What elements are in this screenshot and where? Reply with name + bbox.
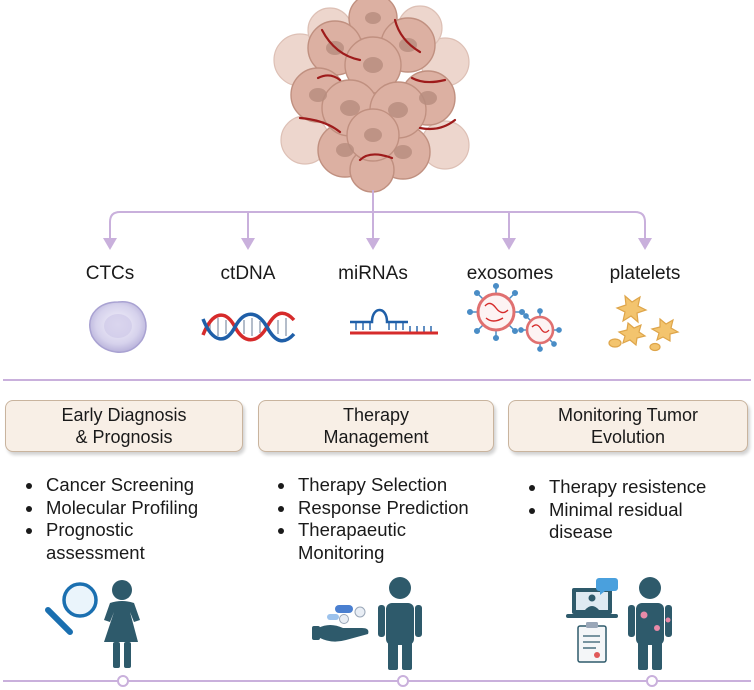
application-list-monitoring-tumor-evolution: Therapy resistence Minimal residual dise… <box>527 476 754 544</box>
list-item: Minimal residual disease <box>547 499 754 544</box>
biomarker-label-mirnas: miRNAs <box>338 263 408 284</box>
application-list-early-diagnosis: Cancer Screening Molecular Profiling Pro… <box>24 474 264 564</box>
exosome-icon <box>466 282 562 352</box>
woman-icon <box>104 580 140 668</box>
connector-tree <box>109 190 646 242</box>
application-title-line: Early Diagnosis <box>61 405 187 425</box>
application-box-monitoring-tumor-evolution: Monitoring Tumor Evolution <box>508 400 748 452</box>
list-item: Response Prediction <box>296 497 521 520</box>
biomarker-label-platelets: platelets <box>609 263 681 284</box>
list-item: Therapy Selection <box>296 474 521 497</box>
man-icon <box>378 577 422 670</box>
mirna-icon <box>350 308 438 335</box>
biomarker-label-exosomes: exosomes <box>466 263 554 284</box>
list-item: Molecular Profiling <box>44 497 264 520</box>
platelet-icon <box>608 294 680 352</box>
application-title-line: Therapy <box>342 405 410 425</box>
laptop-icon <box>566 578 618 618</box>
patient-icon <box>628 577 672 670</box>
application-box-therapy-management: Therapy Management <box>258 400 494 452</box>
clipboard-icon <box>577 622 607 663</box>
magnifier-icon <box>45 582 98 635</box>
application-title-line: Management <box>323 427 429 447</box>
biomarker-label-ctdna: ctDNA <box>220 263 276 284</box>
application-title-line: Monitoring Tumor <box>557 405 699 425</box>
tumor-icon <box>273 0 470 193</box>
biomarker-label-ctcs: CTCs <box>85 263 135 284</box>
list-item: Therapy resistence <box>547 476 754 499</box>
application-title-line: & Prognosis <box>75 427 173 447</box>
bottom-timeline <box>3 675 751 687</box>
dna-icon <box>201 311 296 343</box>
application-box-early-diagnosis: Early Diagnosis & Prognosis <box>5 400 243 452</box>
list-item: Therapaeutic Monitoring <box>296 519 521 564</box>
connector-arrowheads <box>103 238 652 250</box>
cell-icon <box>89 300 147 353</box>
list-item: Cancer Screening <box>44 474 264 497</box>
list-item: Prognostic assessment <box>44 519 264 564</box>
application-list-therapy-management: Therapy Selection Response Prediction Th… <box>276 474 521 564</box>
pills-hand-icon <box>312 605 369 642</box>
application-title-line: Evolution <box>590 427 666 447</box>
